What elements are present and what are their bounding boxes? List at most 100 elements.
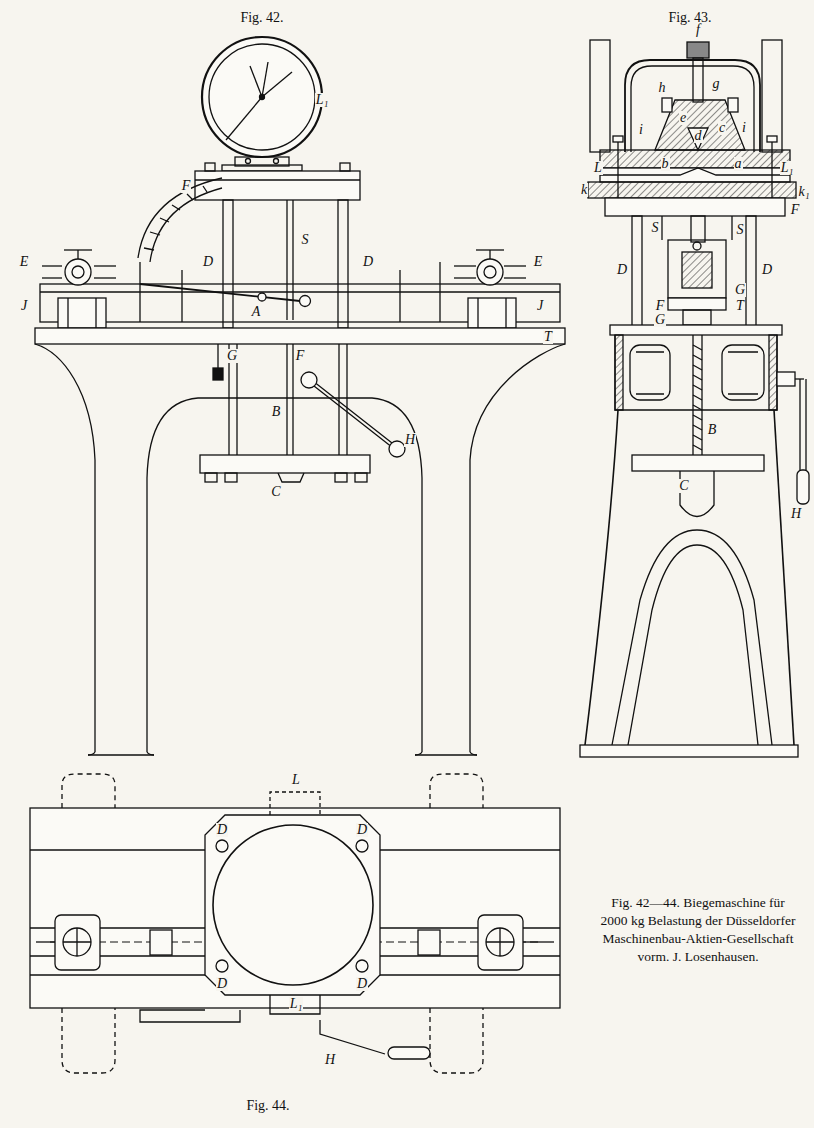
side-frame: [731, 216, 732, 240]
top-plate: [205, 163, 215, 171]
crank: [301, 372, 405, 457]
end-support-right: [484, 266, 496, 278]
side-frame: [668, 240, 726, 298]
plan-end-clamps: [486, 928, 514, 956]
callout-letter: F: [295, 349, 306, 363]
figure-number: Fig. 43.: [667, 11, 712, 25]
plan-end-clamps: [36, 941, 55, 942]
plan-end-clamps: [523, 941, 554, 942]
lower-hanger: [355, 473, 367, 482]
callout-letter: i: [741, 121, 747, 135]
columns: [338, 200, 348, 328]
plan-centre-plate: [270, 995, 320, 1014]
stand: [585, 410, 618, 745]
plan-centre-plate: [213, 825, 373, 985]
lower-hanger: [200, 344, 370, 482]
crank: [301, 372, 317, 388]
stand: [580, 410, 798, 757]
columns: [223, 200, 233, 328]
end-support-left: [42, 277, 62, 278]
callout-letter: F: [181, 179, 192, 193]
gear-housing: [630, 345, 670, 400]
table-frame: [470, 344, 565, 752]
callout-letter: L₁: [315, 93, 330, 107]
plan-crank: [388, 1047, 430, 1059]
callout-letter: L₁: [780, 161, 795, 175]
flange-stack: [600, 168, 790, 182]
bending-beam: [399, 270, 400, 322]
side-frame: [605, 198, 785, 216]
callout-letter: A: [251, 305, 262, 319]
callout-letter: C: [270, 485, 281, 499]
gear-housing: [610, 325, 809, 504]
legs-hidden: [430, 774, 483, 808]
piston: [693, 58, 703, 102]
callout-letter: k₁: [797, 185, 810, 199]
table-frame: [35, 328, 565, 344]
callout-letter: D: [216, 977, 228, 991]
plan-end-clamps: [63, 928, 91, 956]
callout-letter: D: [356, 823, 368, 837]
gear-housing: [610, 325, 782, 335]
plan-centre-plate: [216, 840, 228, 852]
side-frame: [691, 216, 705, 242]
end-support-right: [505, 298, 506, 328]
pressure-gauge: [202, 37, 322, 171]
columns: [292, 200, 293, 320]
callout-letter: S: [736, 223, 745, 237]
plan-end-clamps: [486, 928, 514, 956]
screw-spindle: [632, 335, 764, 517]
scale-arc: [144, 186, 207, 250]
bending-beam: [139, 262, 140, 322]
legs-hidden: [62, 774, 115, 808]
plan-centre-plate: [205, 815, 380, 995]
pressure-gauge: [202, 37, 322, 157]
callout-letter: L: [291, 773, 301, 787]
callout-letter: k: [580, 183, 588, 197]
side-frame: [682, 252, 712, 288]
callout-letter: g: [712, 77, 721, 91]
lower-hanger: [205, 473, 217, 482]
lower-hanger: [292, 344, 293, 455]
end-support-left: [42, 265, 62, 266]
side-frame: [668, 298, 726, 310]
pressure-gauge: [209, 44, 315, 150]
pressure-gauge: [262, 72, 292, 97]
callout-letter: e: [679, 111, 687, 125]
end-support-left: [94, 265, 116, 266]
stand: [774, 410, 794, 745]
plan-crank: [140, 1010, 240, 1022]
piston: [728, 98, 738, 112]
plan-centre-plate: [270, 792, 320, 815]
lower-hanger: [200, 455, 370, 473]
callout-letter: D: [362, 255, 374, 269]
pressure-gauge: [260, 95, 265, 100]
callout-letter: D: [356, 977, 368, 991]
piston: [688, 128, 708, 150]
pressure-gauge: [222, 165, 302, 171]
flange-stack: [767, 136, 777, 142]
callout-letter: a: [734, 157, 743, 171]
callout-letter: C: [678, 479, 689, 493]
callout-letter: B: [707, 423, 718, 437]
end-support-right: [504, 277, 526, 278]
callout-letter: F: [790, 203, 801, 217]
table-frame: [35, 328, 565, 755]
callout-letter: G: [734, 283, 746, 297]
plan-end-clamps: [478, 915, 523, 970]
screw-spindle: [693, 345, 702, 450]
callout-letter: E: [19, 255, 30, 269]
gear-housing: [777, 372, 795, 386]
callout-letter: J: [20, 299, 28, 313]
table-frame: [35, 344, 95, 752]
columns: [223, 200, 348, 328]
flange-stack: [600, 150, 790, 168]
pipes: [590, 40, 610, 152]
side-frame: [632, 216, 642, 326]
callout-letter: T: [543, 330, 553, 344]
side-frame: [746, 216, 756, 326]
end-support-right: [476, 249, 504, 250]
end-support-left: [95, 298, 96, 328]
end-support-right: [504, 265, 526, 266]
